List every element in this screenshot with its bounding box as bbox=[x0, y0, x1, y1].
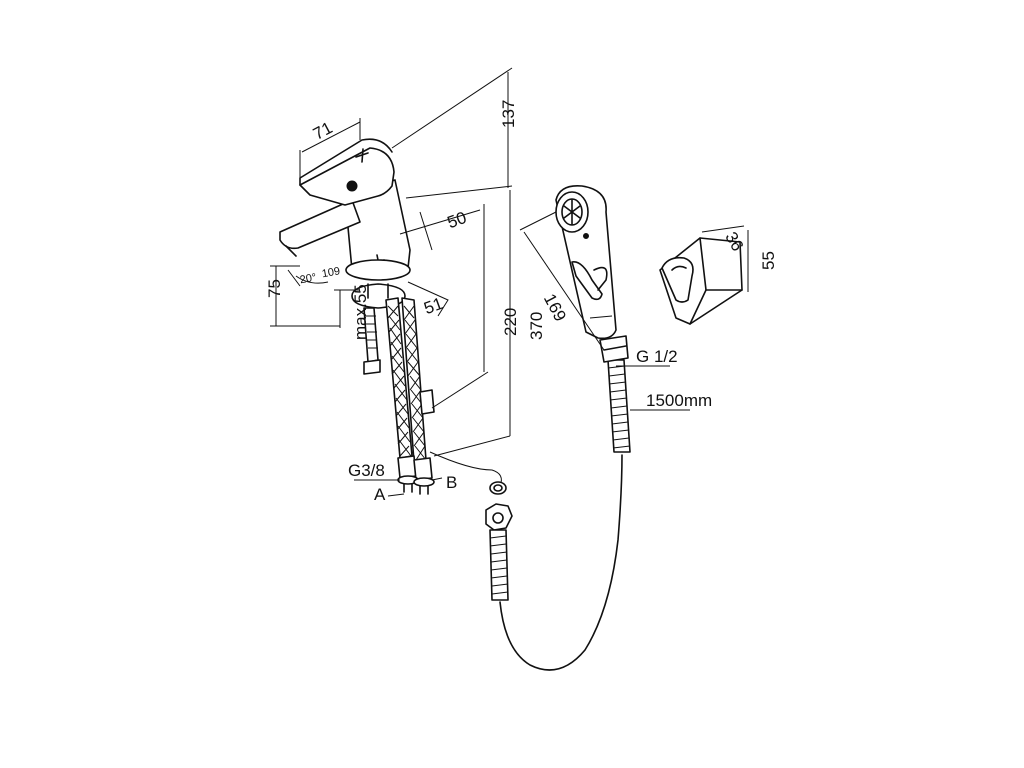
dimension-lines bbox=[270, 67, 749, 497]
label-g12: G 1/2 bbox=[636, 347, 678, 366]
wall-holder bbox=[659, 237, 743, 325]
dimension-labels: 71 137 50 220 370 75 20° 109 51 max.55 1… bbox=[265, 100, 778, 504]
dim-angle: 20° bbox=[299, 272, 317, 287]
label-hose-length: 1500mm bbox=[646, 391, 712, 410]
dim-55-holder: 55 bbox=[759, 251, 778, 270]
dim-109: 109 bbox=[321, 265, 341, 280]
braided-hoses bbox=[385, 297, 435, 495]
label-b: B bbox=[446, 473, 457, 492]
spray-hose bbox=[429, 335, 631, 671]
dim-137: 137 bbox=[499, 100, 518, 128]
dim-max55: max.55 bbox=[351, 284, 370, 340]
label-a: A bbox=[374, 485, 386, 504]
dim-75: 75 bbox=[265, 279, 284, 298]
faucet-body bbox=[279, 138, 411, 375]
hand-shower bbox=[555, 184, 617, 340]
dim-71: 71 bbox=[310, 118, 336, 144]
dim-220: 220 bbox=[501, 308, 520, 336]
label-g38: G3/8 bbox=[348, 461, 385, 480]
dim-50: 50 bbox=[445, 208, 469, 232]
dim-370: 370 bbox=[527, 312, 546, 340]
